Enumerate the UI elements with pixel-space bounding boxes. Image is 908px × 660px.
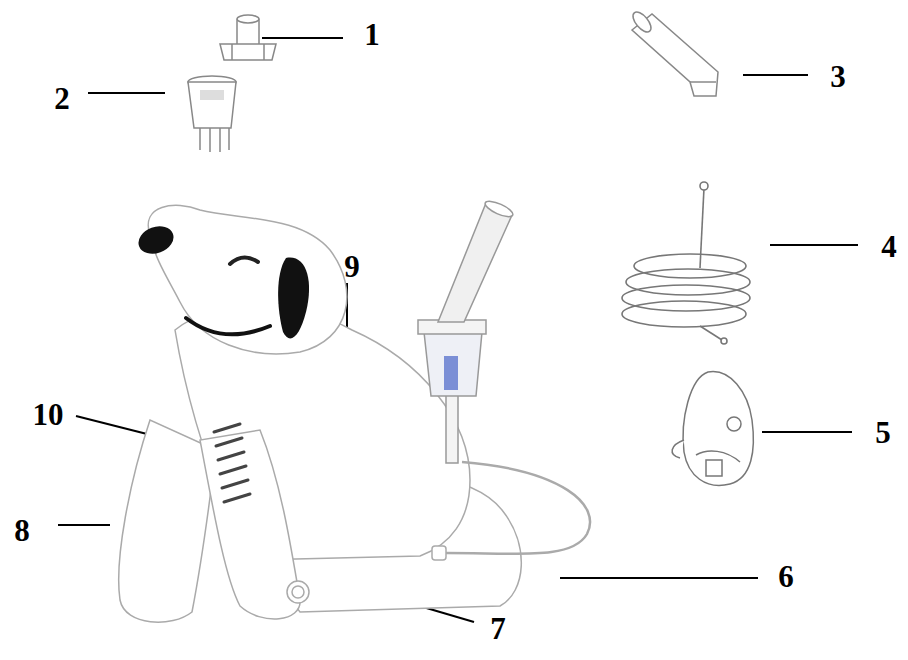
dog-compressor-part: [214, 424, 250, 502]
mouthpiece: [630, 9, 718, 96]
mouthpiece-part: [690, 81, 716, 83]
air-tube-part: [622, 301, 746, 327]
medicine-cup-part: [188, 82, 236, 128]
dog-compressor-part: [230, 257, 258, 264]
nebulizer-kit-part: [438, 203, 512, 322]
dog-compressor-part: [278, 258, 309, 339]
dog-compressor-part: [186, 318, 270, 334]
face-mask: [672, 372, 753, 486]
leader-lines-part: [58, 524, 110, 526]
medicine-cap-part: [263, 44, 265, 60]
air-tube-part: [721, 338, 727, 344]
medicine-cap-part: [231, 44, 233, 60]
callout-number: 1: [364, 19, 380, 50]
air-tube-part: [622, 285, 750, 311]
callout-number: 6: [778, 561, 794, 592]
callout-number: 9: [344, 251, 360, 282]
dog-compressor-part: [200, 430, 300, 619]
nebulizer-kit-part: [446, 395, 458, 463]
medicine-cup: [188, 76, 236, 152]
face-mask-part: [706, 460, 722, 476]
dog-compressor-part: [287, 581, 309, 603]
callout-number: 4: [881, 231, 897, 262]
leader-lines-part: [560, 577, 758, 579]
medicine-cap: [220, 15, 276, 60]
callout-number: 10: [33, 399, 64, 430]
callout-number: 2: [54, 83, 70, 114]
face-mask-part: [672, 440, 684, 458]
leader-lines-part: [762, 431, 852, 433]
dog-compressor-part: [148, 205, 347, 354]
air-tube: [622, 182, 750, 344]
callout-number: 7: [490, 613, 506, 644]
dog-compressor-part: [220, 466, 246, 474]
medicine-cap-part: [220, 44, 276, 60]
dog-compressor-part: [224, 494, 250, 502]
dog-compressor-part: [222, 480, 248, 488]
dog-compressor-part: [135, 222, 178, 259]
nebulizer-kit-part: [483, 198, 514, 219]
leader-lines-part: [770, 244, 858, 246]
mouthpiece-part: [630, 9, 655, 35]
air-tube-part: [626, 269, 750, 295]
leader-lines-part: [743, 74, 808, 76]
nebulizer-kit-part: [424, 332, 482, 396]
air-tube-part: [700, 182, 708, 190]
air-tube-part: [700, 326, 722, 340]
face-mask-part: [727, 417, 741, 431]
leader-lines: [58, 38, 858, 622]
callout-number: 5: [875, 417, 891, 448]
callout-number: 8: [14, 515, 30, 546]
nebulizer-kit-part: [446, 462, 590, 554]
dog-compressor-part: [218, 452, 244, 460]
dog-compressor-part: [214, 424, 240, 432]
face-mask-part: [683, 372, 753, 486]
dog-compressor-part: [216, 438, 242, 446]
dog-compressor-part: [432, 546, 446, 560]
nebulizer-kit-part: [444, 356, 458, 390]
medicine-cup-part: [200, 90, 224, 100]
dog-compressor-part: [292, 586, 304, 598]
medicine-cup-part: [200, 128, 229, 152]
air-tube-part: [634, 254, 746, 278]
nebulizer-kit: [418, 198, 590, 554]
medicine-cap-part: [237, 15, 259, 23]
leader-lines-part: [262, 37, 343, 39]
callout-number: 3: [830, 61, 846, 92]
leader-lines-part: [88, 92, 165, 94]
air-tube-part: [700, 188, 704, 268]
